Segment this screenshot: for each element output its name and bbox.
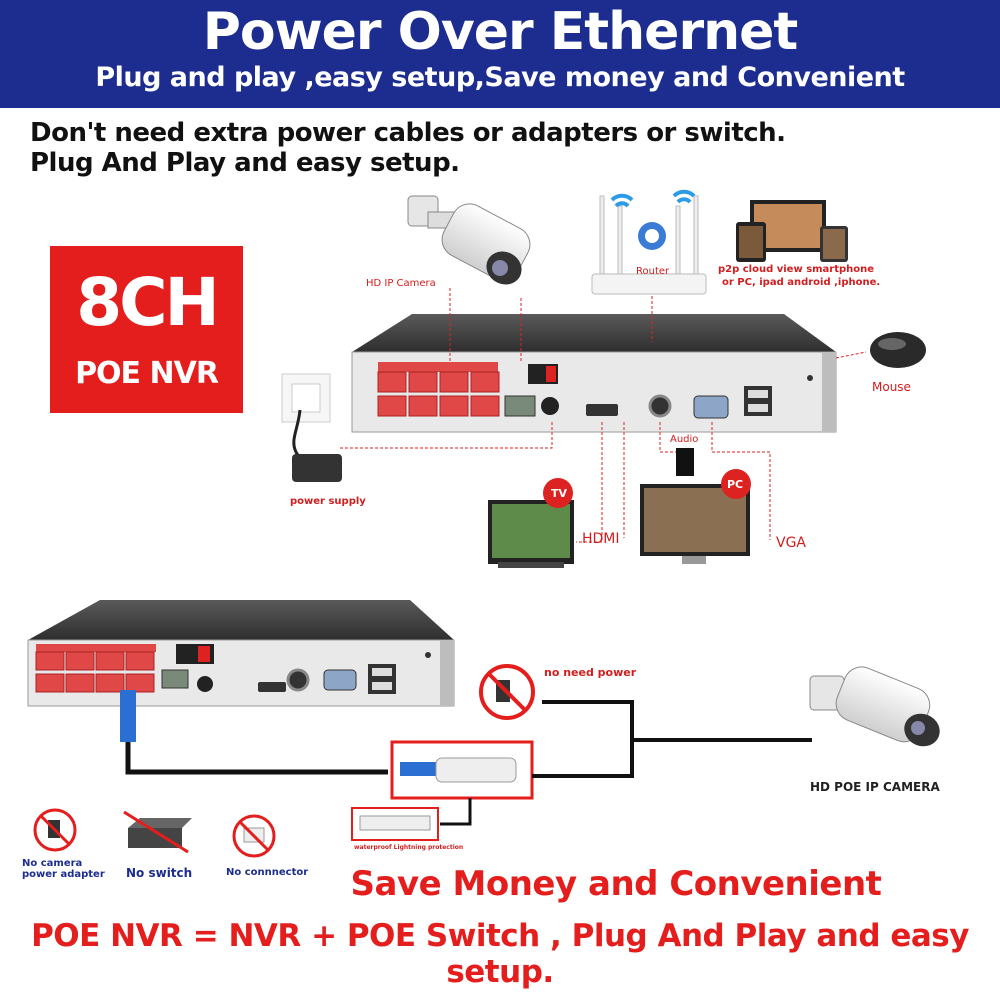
pc-monitor-icon <box>640 469 751 564</box>
ethernet-cable <box>120 690 388 775</box>
label-no-switch: No switch <box>126 866 193 880</box>
intro-line-2: Plug And Play and easy setup. <box>30 148 460 178</box>
poe-camera-bottom <box>809 666 940 747</box>
no-switch-icon <box>123 810 192 854</box>
waterproof-connector <box>351 700 812 841</box>
label-vga: VGA <box>776 535 807 551</box>
label-router: Router <box>636 266 670 277</box>
product-badge: 8CH POE NVR <box>50 246 243 413</box>
label-mouse: Mouse <box>872 380 911 394</box>
label-p2p-line1: p2p cloud view smartphone <box>718 264 875 275</box>
nvr-bottom <box>27 600 455 707</box>
footer-line-1: Save Money and Convenient <box>350 864 882 904</box>
label-power-supply: power supply <box>290 496 366 507</box>
intro-line-1: Don't need extra power cables or adapter… <box>30 118 786 148</box>
mobile-devices <box>736 200 848 262</box>
label-hd-ip-camera: HD IP Camera <box>366 278 436 289</box>
label-no-adapter-line1: No camera <box>22 858 83 869</box>
no-adapter-icon <box>33 808 77 852</box>
label-pc: PC <box>727 478 744 491</box>
header-banner: Power Over Ethernet Plug and play ,easy … <box>0 0 1000 108</box>
label-hd-poe-ip-camera: HD POE IP CAMERA <box>810 780 940 794</box>
poe-ports-top <box>377 362 500 417</box>
badge-channel-count: 8CH <box>76 264 220 341</box>
mouse-icon <box>870 332 926 368</box>
label-tv: TV <box>551 487 568 500</box>
no-connector-icon <box>232 814 276 858</box>
label-hdmi: HDMI <box>582 531 620 547</box>
label-no-connector: No connnector <box>226 867 309 878</box>
router <box>591 189 707 295</box>
badge-product-type: POE NVR <box>75 356 219 391</box>
label-p2p-line2: or PC, ipad android ,iphone. <box>722 277 881 288</box>
no-power-icon <box>479 664 535 720</box>
footer-line-2: POE NVR = NVR + POE Switch , Plug And Pl… <box>31 918 969 990</box>
power-supply <box>281 373 342 482</box>
banner-title: Power Over Ethernet <box>202 2 798 62</box>
label-no-need-power: no need power <box>544 666 637 679</box>
banner-subtitle: Plug and play ,easy setup,Save money and… <box>95 62 905 93</box>
ip-camera-top <box>407 195 531 285</box>
label-waterproof: waterproof Lightning protection <box>354 844 464 851</box>
tv-icon <box>488 478 574 568</box>
nvr-top <box>351 314 837 433</box>
label-no-adapter-line2: power adapter <box>22 869 105 880</box>
top-connection-lines <box>340 288 867 543</box>
poe-ports-bottom <box>35 644 156 693</box>
label-audio: Audio <box>670 434 699 445</box>
speaker-icon <box>676 448 694 476</box>
